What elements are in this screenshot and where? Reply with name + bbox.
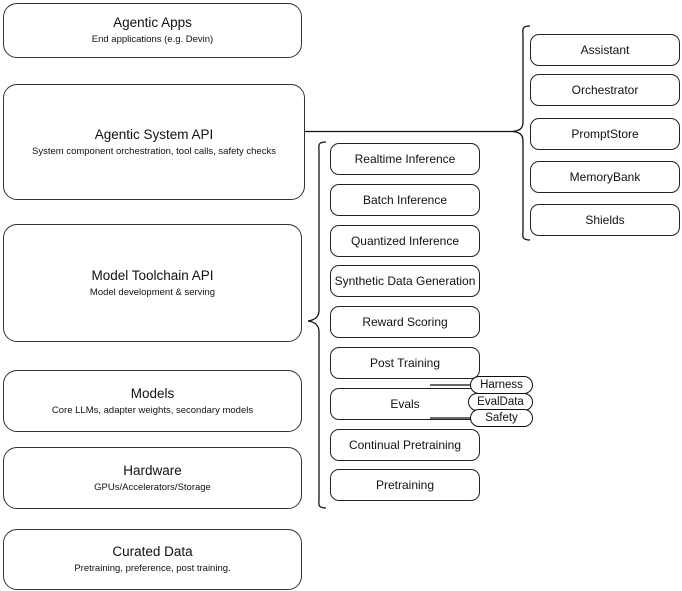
connector-evals-to-subcomponents <box>430 384 475 419</box>
toolchain-quantized-inference[interactable]: Quantized Inference <box>330 225 480 257</box>
eval-subcomponent-harness[interactable]: Harness <box>470 376 533 394</box>
toolchain-realtime-inference[interactable]: Realtime Inference <box>330 143 480 175</box>
layer-title: Models <box>130 385 175 401</box>
toolchain-continual-pretraining[interactable]: Continual Pretraining <box>330 429 480 461</box>
toolchain-label: Evals <box>390 397 420 411</box>
eval-subcomponent-safety[interactable]: Safety <box>470 409 533 427</box>
layer-title: Model Toolchain API <box>91 267 214 283</box>
layer-subtitle: GPUs/Accelerators/Storage <box>94 481 211 493</box>
component-memorybank[interactable]: MemoryBank <box>530 161 680 193</box>
layer-title: Curated Data <box>112 544 193 559</box>
component-label: Shields <box>585 213 625 227</box>
toolchain-reward-scoring[interactable]: Reward Scoring <box>330 306 480 338</box>
eval-subcomponent-label: Safety <box>485 411 518 424</box>
toolchain-label: Batch Inference <box>362 193 448 207</box>
layer-model-toolchain-api[interactable]: Model Toolchain API Model development & … <box>3 224 302 342</box>
toolchain-label: Quantized Inference <box>350 234 460 248</box>
toolchain-batch-inference[interactable]: Batch Inference <box>330 184 480 216</box>
layer-subtitle: Core LLMs, adapter weights, secondary mo… <box>51 404 254 416</box>
toolchain-label: Continual Pretraining <box>348 438 462 452</box>
layer-title: Agentic Apps <box>113 15 192 30</box>
layer-agentic-apps[interactable]: Agentic Apps End applications (e.g. Devi… <box>3 3 302 58</box>
toolchain-label: Post Training <box>369 356 441 370</box>
toolchain-label: Reward Scoring <box>362 315 448 329</box>
layer-subtitle: End applications (e.g. Devin) <box>91 34 214 45</box>
layer-hardware[interactable]: Hardware GPUs/Accelerators/Storage <box>3 447 302 509</box>
component-label: MemoryBank <box>569 170 641 184</box>
layer-title: Hardware <box>123 462 182 478</box>
brace-system-components <box>511 25 531 241</box>
component-label: PromptStore <box>571 127 639 141</box>
toolchain-label: Realtime Inference <box>354 152 456 166</box>
layer-subtitle: Model development & serving <box>89 286 216 298</box>
layer-curated-data[interactable]: Curated Data Pretraining, preference, po… <box>3 529 302 590</box>
toolchain-evals[interactable]: Evals <box>330 388 480 420</box>
component-promptstore[interactable]: PromptStore <box>530 118 680 150</box>
component-orchestrator[interactable]: Orchestrator <box>530 74 680 106</box>
toolchain-post-training[interactable]: Post Training <box>330 347 480 379</box>
layer-subtitle: System component orchestration, tool cal… <box>32 145 276 157</box>
layer-agentic-system-api[interactable]: Agentic System API System component orch… <box>3 84 305 200</box>
toolchain-synthetic-data-generation[interactable]: Synthetic Data Generation <box>330 265 480 297</box>
eval-subcomponent-label: EvalData <box>477 395 524 408</box>
component-assistant[interactable]: Assistant <box>530 34 680 66</box>
eval-subcomponent-label: Harness <box>480 378 523 391</box>
toolchain-label: Pretraining <box>375 478 435 492</box>
brace-toolchain-components <box>307 141 327 509</box>
layer-title: Agentic System API <box>94 126 214 142</box>
component-label: Orchestrator <box>571 83 639 97</box>
toolchain-label: Synthetic Data Generation <box>334 274 476 288</box>
component-shields[interactable]: Shields <box>530 204 680 236</box>
layer-subtitle: Pretraining, preference, post training. <box>74 563 231 574</box>
layer-models[interactable]: Models Core LLMs, adapter weights, secon… <box>3 370 302 432</box>
toolchain-pretraining[interactable]: Pretraining <box>330 469 480 501</box>
component-label: Assistant <box>580 43 630 57</box>
